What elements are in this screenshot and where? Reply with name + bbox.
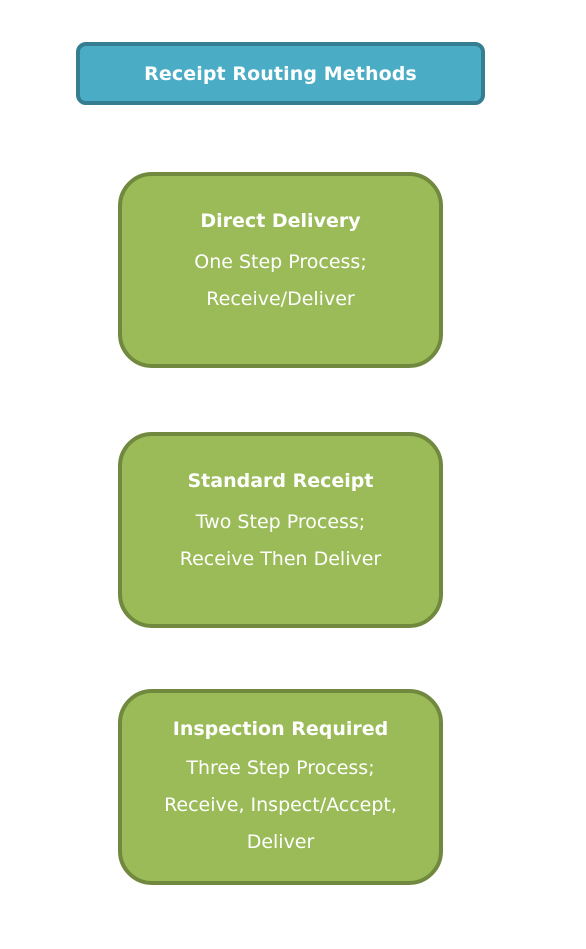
method-description: One Step Process; Receive/Deliver xyxy=(122,244,439,318)
method-title: Direct Delivery xyxy=(200,210,361,232)
method-box-standard-receipt: Standard Receipt Two Step Process; Recei… xyxy=(118,432,443,628)
method-description: Three Step Process; Receive, Inspect/Acc… xyxy=(122,750,439,861)
method-description-line: Receive Then Deliver xyxy=(179,548,382,570)
method-description-line: Deliver xyxy=(246,831,315,853)
method-title: Inspection Required xyxy=(172,718,389,740)
method-description: Two Step Process; Receive Then Deliver xyxy=(122,504,439,578)
method-box-direct-delivery: Direct Delivery One Step Process; Receiv… xyxy=(118,172,443,368)
method-box-inspection-required: Inspection Required Three Step Process; … xyxy=(118,689,443,885)
method-description-line: Three Step Process; xyxy=(186,757,375,779)
diagram-header: Receipt Routing Methods xyxy=(76,42,485,105)
method-description-line: Two Step Process; xyxy=(195,511,366,533)
method-description-line: One Step Process; xyxy=(194,251,367,273)
method-title: Standard Receipt xyxy=(187,470,374,492)
method-description-line: Receive/Deliver xyxy=(206,288,355,310)
method-description-line: Receive, Inspect/Accept, xyxy=(164,794,397,816)
diagram-title: Receipt Routing Methods xyxy=(144,62,417,85)
